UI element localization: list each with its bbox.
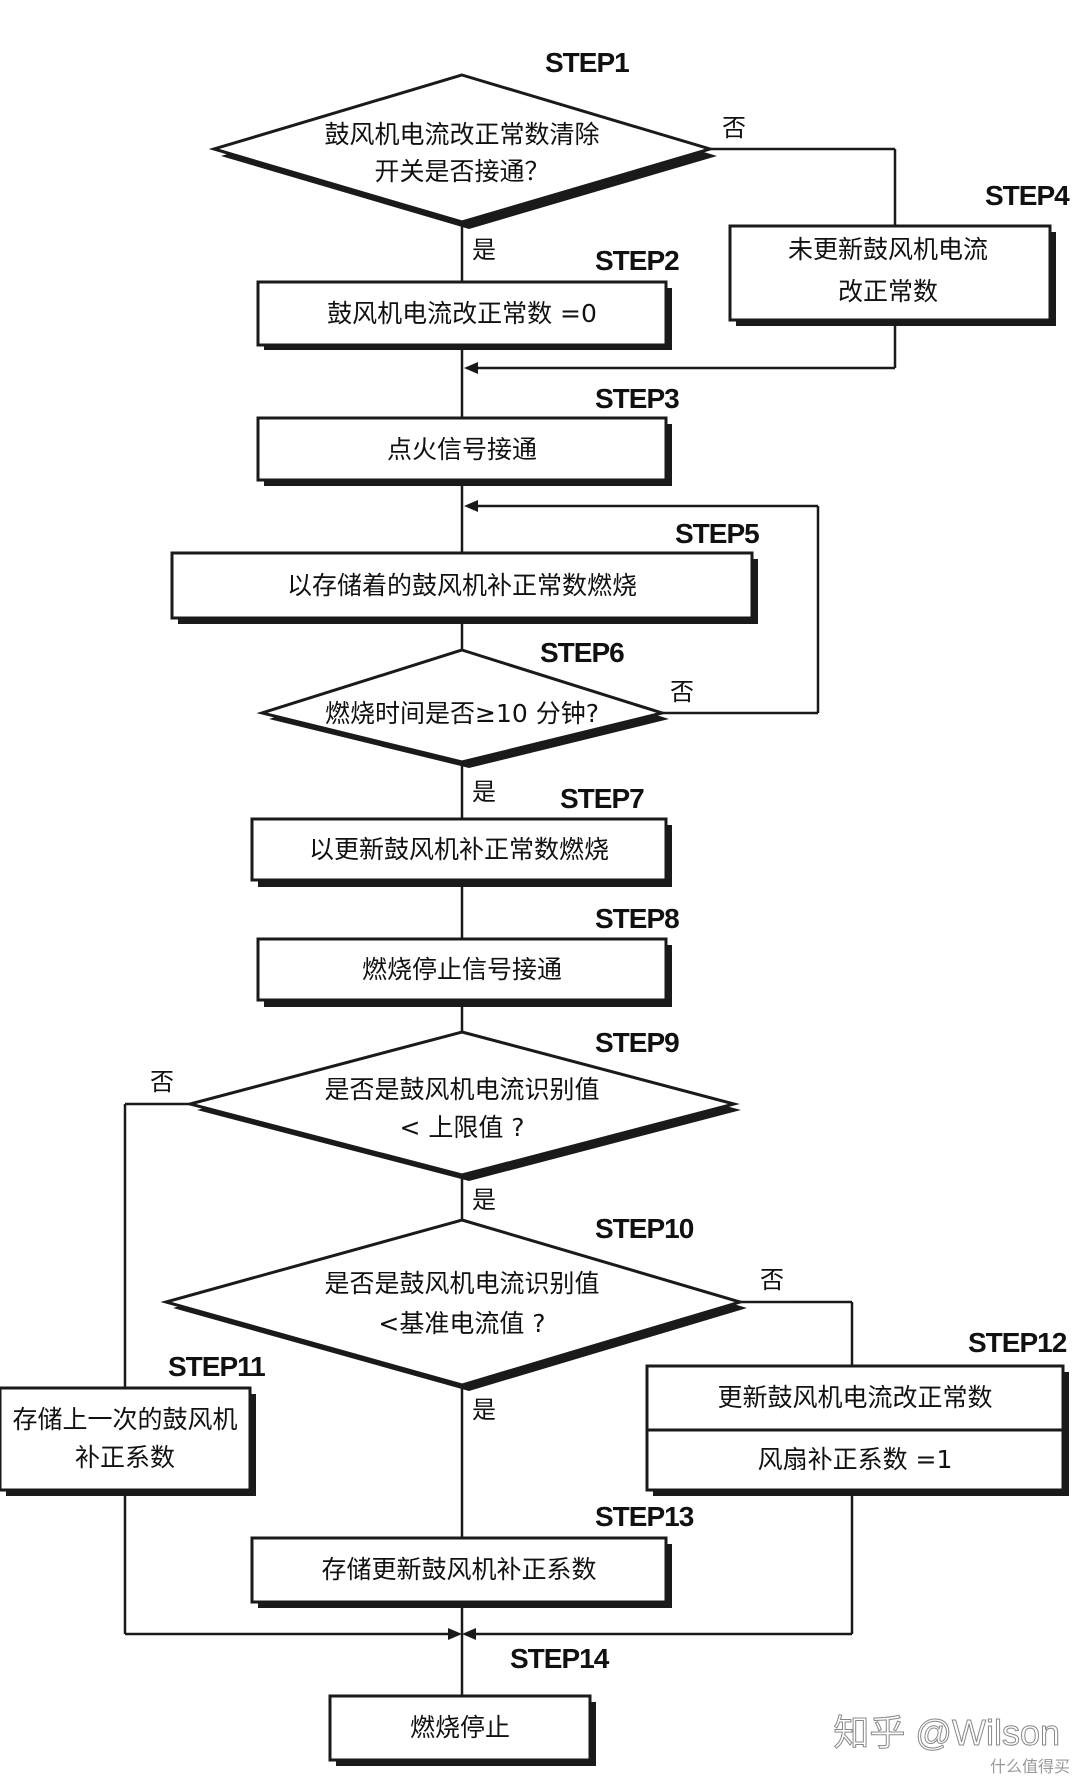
step10-no-label: 否 xyxy=(760,1266,784,1294)
step4-text-line1: 未更新鼓风机电流 xyxy=(788,235,988,264)
step11-text-line1: 存储上一次的鼓风机 xyxy=(12,1405,237,1434)
step3-process: 点火信号接通 xyxy=(256,416,672,486)
step6-decision: 燃烧时间是否≥10 分钟? xyxy=(256,648,669,768)
step1-no-label: 否 xyxy=(722,114,746,142)
step11-process: 存储上一次的鼓风机 补正系数 xyxy=(0,1386,256,1496)
step13-text: 存储更新鼓风机补正系数 xyxy=(321,1555,596,1584)
step13-label: STEP13 xyxy=(595,1501,694,1532)
step1-decision: 鼓风机电流改正常数清除 开关是否接通？ xyxy=(208,73,717,229)
step10-text-line2: <基准电流值 ? xyxy=(378,1309,545,1338)
step9-yes-label: 是 xyxy=(472,1186,496,1214)
step5-text: 以存储着的鼓风机补正常数燃烧 xyxy=(287,571,637,600)
watermark-sub: 什么值得买 xyxy=(990,1757,1070,1776)
step10-yes-label: 是 xyxy=(472,1396,496,1424)
step9-text-line1: 是否是鼓风机电流识别值 xyxy=(324,1075,599,1104)
step6-text: 燃烧时间是否≥10 分钟? xyxy=(325,699,599,728)
step8-process: 燃烧停止信号接通 xyxy=(256,937,672,1007)
step9-label: STEP9 xyxy=(595,1027,679,1058)
step9-decision: 是否是鼓风机电流识别值 < 上限值 ? xyxy=(184,1030,741,1181)
step13-process: 存储更新鼓风机补正系数 xyxy=(250,1536,672,1608)
step4-process: 未更新鼓风机电流 改正常数 xyxy=(728,224,1056,326)
step11-text-line2: 补正系数 xyxy=(75,1443,175,1472)
step2-process: 鼓风机电流改正常数 =0 xyxy=(256,280,672,350)
step2-label: STEP2 xyxy=(595,245,679,276)
step3-label: STEP3 xyxy=(595,383,679,414)
connectors xyxy=(123,147,897,1696)
step8-label: STEP8 xyxy=(595,903,679,934)
step11-label: STEP11 xyxy=(168,1351,265,1382)
step9-no-label: 否 xyxy=(150,1068,174,1096)
step5-process: 以存储着的鼓风机补正常数燃烧 xyxy=(170,551,758,624)
step9-text-line2: < 上限值 ? xyxy=(399,1113,524,1142)
step1-label: STEP1 xyxy=(545,47,629,78)
step12-label: STEP12 xyxy=(968,1327,1067,1358)
step10-label: STEP10 xyxy=(595,1213,694,1244)
watermark: 知乎 @Wilson 什么值得买 xyxy=(833,1712,1070,1777)
step6-yes-label: 是 xyxy=(472,778,496,806)
step12-text-line2: 风扇补正系数 =1 xyxy=(758,1445,953,1474)
step7-text: 以更新鼓风机补正常数燃烧 xyxy=(309,835,609,864)
step8-text: 燃烧停止信号接通 xyxy=(362,955,562,984)
step6-no-label: 否 xyxy=(670,678,694,706)
step5-label: STEP5 xyxy=(675,518,759,549)
step4-text-line2: 改正常数 xyxy=(838,277,938,306)
step6-label: STEP6 xyxy=(540,637,624,668)
watermark-text: 知乎 @Wilson xyxy=(833,1712,1060,1753)
step12-process: 更新鼓风机电流改正常数 风扇补正系数 =1 xyxy=(645,1364,1069,1496)
step2-text: 鼓风机电流改正常数 =0 xyxy=(327,299,597,328)
step10-text-line1: 是否是鼓风机电流识别值 xyxy=(324,1269,599,1298)
step1-text-line2: 开关是否接通？ xyxy=(374,157,549,186)
step12-text-line1: 更新鼓风机电流改正常数 xyxy=(717,1383,992,1412)
step14-label: STEP14 xyxy=(510,1643,610,1674)
step3-text: 点火信号接通 xyxy=(387,435,537,464)
step7-label: STEP7 xyxy=(560,783,644,814)
step14-text: 燃烧停止 xyxy=(410,1713,510,1742)
step1-yes-label: 是 xyxy=(472,236,496,264)
step4-label: STEP4 xyxy=(985,180,1070,211)
step10-decision: 是否是鼓风机电流识别值 <基准电流值 ? xyxy=(160,1218,747,1391)
step7-process: 以更新鼓风机补正常数燃烧 xyxy=(250,817,672,887)
step1-text-line1: 鼓风机电流改正常数清除 xyxy=(324,120,599,149)
step14-terminal: 燃烧停止 xyxy=(328,1694,596,1766)
